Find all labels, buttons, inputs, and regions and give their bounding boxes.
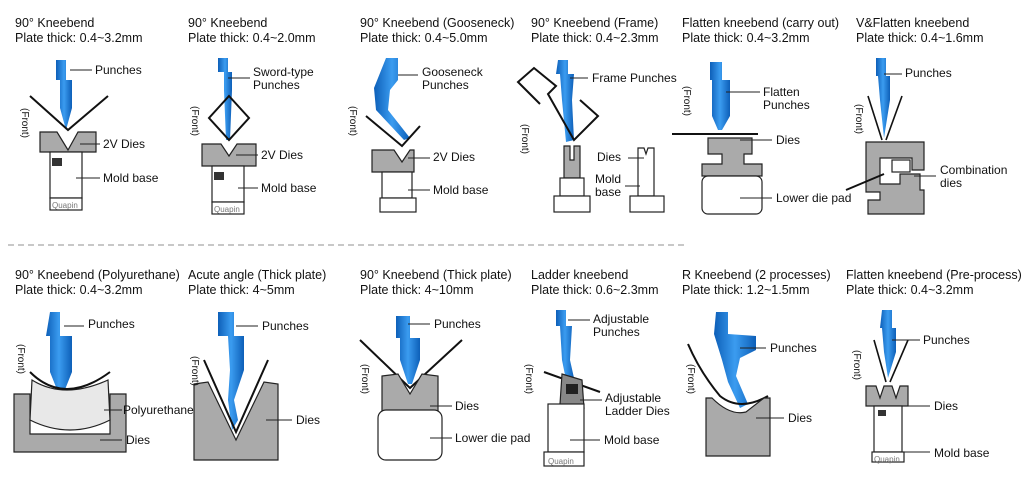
label-lower-die-pad: Lower die pad (455, 431, 531, 445)
label-punches: Punches (434, 317, 481, 331)
brand-plate: Quapin (874, 455, 900, 464)
label-dies: Dies (597, 150, 622, 164)
label-dies: Dies (296, 413, 321, 427)
label-punches: Punches (95, 63, 142, 77)
label-lower-die-pad: Lower die pad (776, 191, 852, 205)
panel-1-drawing (29, 60, 109, 211)
label-flatten-punches: Flatten Punches (763, 85, 810, 112)
brand-plate: Quapin (52, 201, 78, 210)
panel-8-drawing (193, 312, 279, 461)
panel-2-drawing (201, 58, 257, 215)
label-combination-dies: Combination dies (940, 163, 1008, 190)
front-label: (Front) (685, 364, 696, 394)
label-mold-base: Mold base (261, 181, 317, 195)
front-label: (Front) (681, 86, 692, 116)
panel-9-title: 90° Kneebend (Thick plate)Plate thick: 4… (360, 268, 512, 297)
panel-3-drawing (365, 58, 421, 213)
label-2v-dies: 2V Dies (261, 148, 304, 162)
label-punches: Punches (262, 319, 309, 333)
label-punches: Punches (770, 341, 817, 355)
label-mold-base: Mold base (934, 446, 990, 460)
brand-plate: Quapin (548, 457, 574, 466)
front-label: (Front) (519, 124, 530, 154)
label-adjustable-ladder-dies: Adjustable Ladder Dies (605, 391, 670, 418)
front-label: (Front) (189, 106, 200, 136)
front-label: (Front) (853, 104, 864, 134)
panel-8-title: Acute angle (Thick plate)Plate thick: 4~… (188, 268, 327, 297)
panel-4-drawing (516, 60, 665, 213)
panel-5-title: Flatten kneebend (carry out)Plate thick:… (682, 16, 840, 45)
label-punches: Punches (88, 317, 135, 331)
label-polyurethane: Polyurethane (123, 403, 194, 417)
label-mold-base: Mold base (103, 171, 159, 185)
label-2v-dies: 2V Dies (103, 137, 146, 151)
panel-6-drawing (845, 58, 925, 215)
label-dies: Dies (934, 399, 959, 413)
panel-11-drawing (687, 312, 771, 457)
label-mold-base: Mold base (433, 183, 489, 197)
label-dies: Dies (126, 433, 151, 447)
panel-7-drawing (13, 312, 127, 453)
front-label: (Front) (189, 356, 200, 386)
label-punches: Punches (923, 333, 970, 347)
panel-9-drawing (359, 316, 463, 461)
panel-3-title: 90° Kneebend (Gooseneck)Plate thick: 0.4… (360, 16, 515, 45)
panel-4-title: 90° Kneebend (Frame)Plate thick: 0.4~2.3… (531, 16, 659, 45)
brand-plate: Quapin (214, 205, 240, 214)
row-divider (8, 244, 684, 246)
label-gooseneck-punches: Gooseneck Punches (422, 65, 483, 92)
label-sword-punches: Sword-type Punches (253, 65, 314, 92)
label-mold-base: Mold base (604, 433, 660, 447)
panel-12-drawing (865, 310, 909, 463)
label-punches: Punches (905, 66, 952, 80)
label-dies: Dies (455, 399, 480, 413)
panel-5-drawing (672, 62, 763, 215)
label-frame-punches: Frame Punches (592, 71, 677, 85)
panel-12-title: Flatten kneebend (Pre-process)Plate thic… (846, 268, 1022, 297)
front-label: (Front) (347, 106, 358, 136)
panel-7-title: 90° Kneebend (Polyurethane)Plate thick: … (15, 268, 180, 297)
panel-10-drawing (543, 310, 601, 467)
label-mold-base: Mold base (595, 172, 622, 199)
label-dies: Dies (776, 133, 801, 147)
front-label: (Front) (359, 364, 370, 394)
front-label: (Front) (851, 350, 862, 380)
front-label: (Front) (15, 344, 26, 374)
front-label: (Front) (523, 364, 534, 394)
label-dies: Dies (788, 411, 813, 425)
label-adjustable-punches: Adjustable Punches (593, 312, 650, 339)
front-label: (Front) (19, 108, 30, 138)
label-2v-dies: 2V Dies (433, 150, 476, 164)
panel-11-title: R Kneebend (2 processes)Plate thick: 1.2… (682, 268, 831, 297)
